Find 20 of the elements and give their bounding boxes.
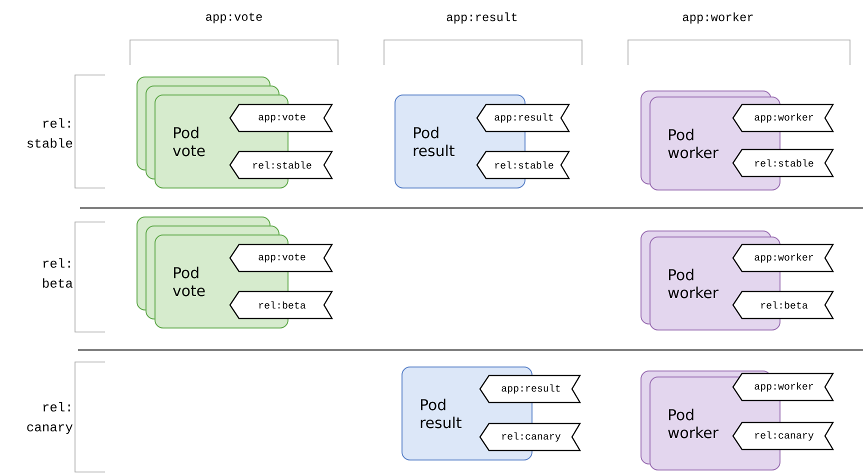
label-tag: app:vote [229,104,334,132]
label-tag: app:result [479,374,582,404]
label-tag: rel:beta [732,290,834,320]
column-heading: app:result [446,12,517,24]
label-tag: app:worker [732,372,834,402]
label-tag: rel:stable [229,150,334,180]
row-heading: rel: canary [27,402,73,434]
label-tag: app:worker [732,104,834,132]
label-tag: app:worker [732,244,834,272]
label-tag: rel:canary [479,422,582,452]
column-heading: app:vote [206,12,262,24]
label-tag: rel:canary [732,422,834,450]
label-tag: app:vote [229,244,334,272]
column-heading: app:worker [682,12,753,24]
label-tag: rel:beta [229,290,334,320]
label-tag: rel:stable [476,150,570,180]
row-heading: rel: stable [27,118,72,148]
label-tag: rel:stable [732,148,834,178]
row-heading: rel: beta [43,258,73,288]
label-tag: app:result [476,104,570,132]
